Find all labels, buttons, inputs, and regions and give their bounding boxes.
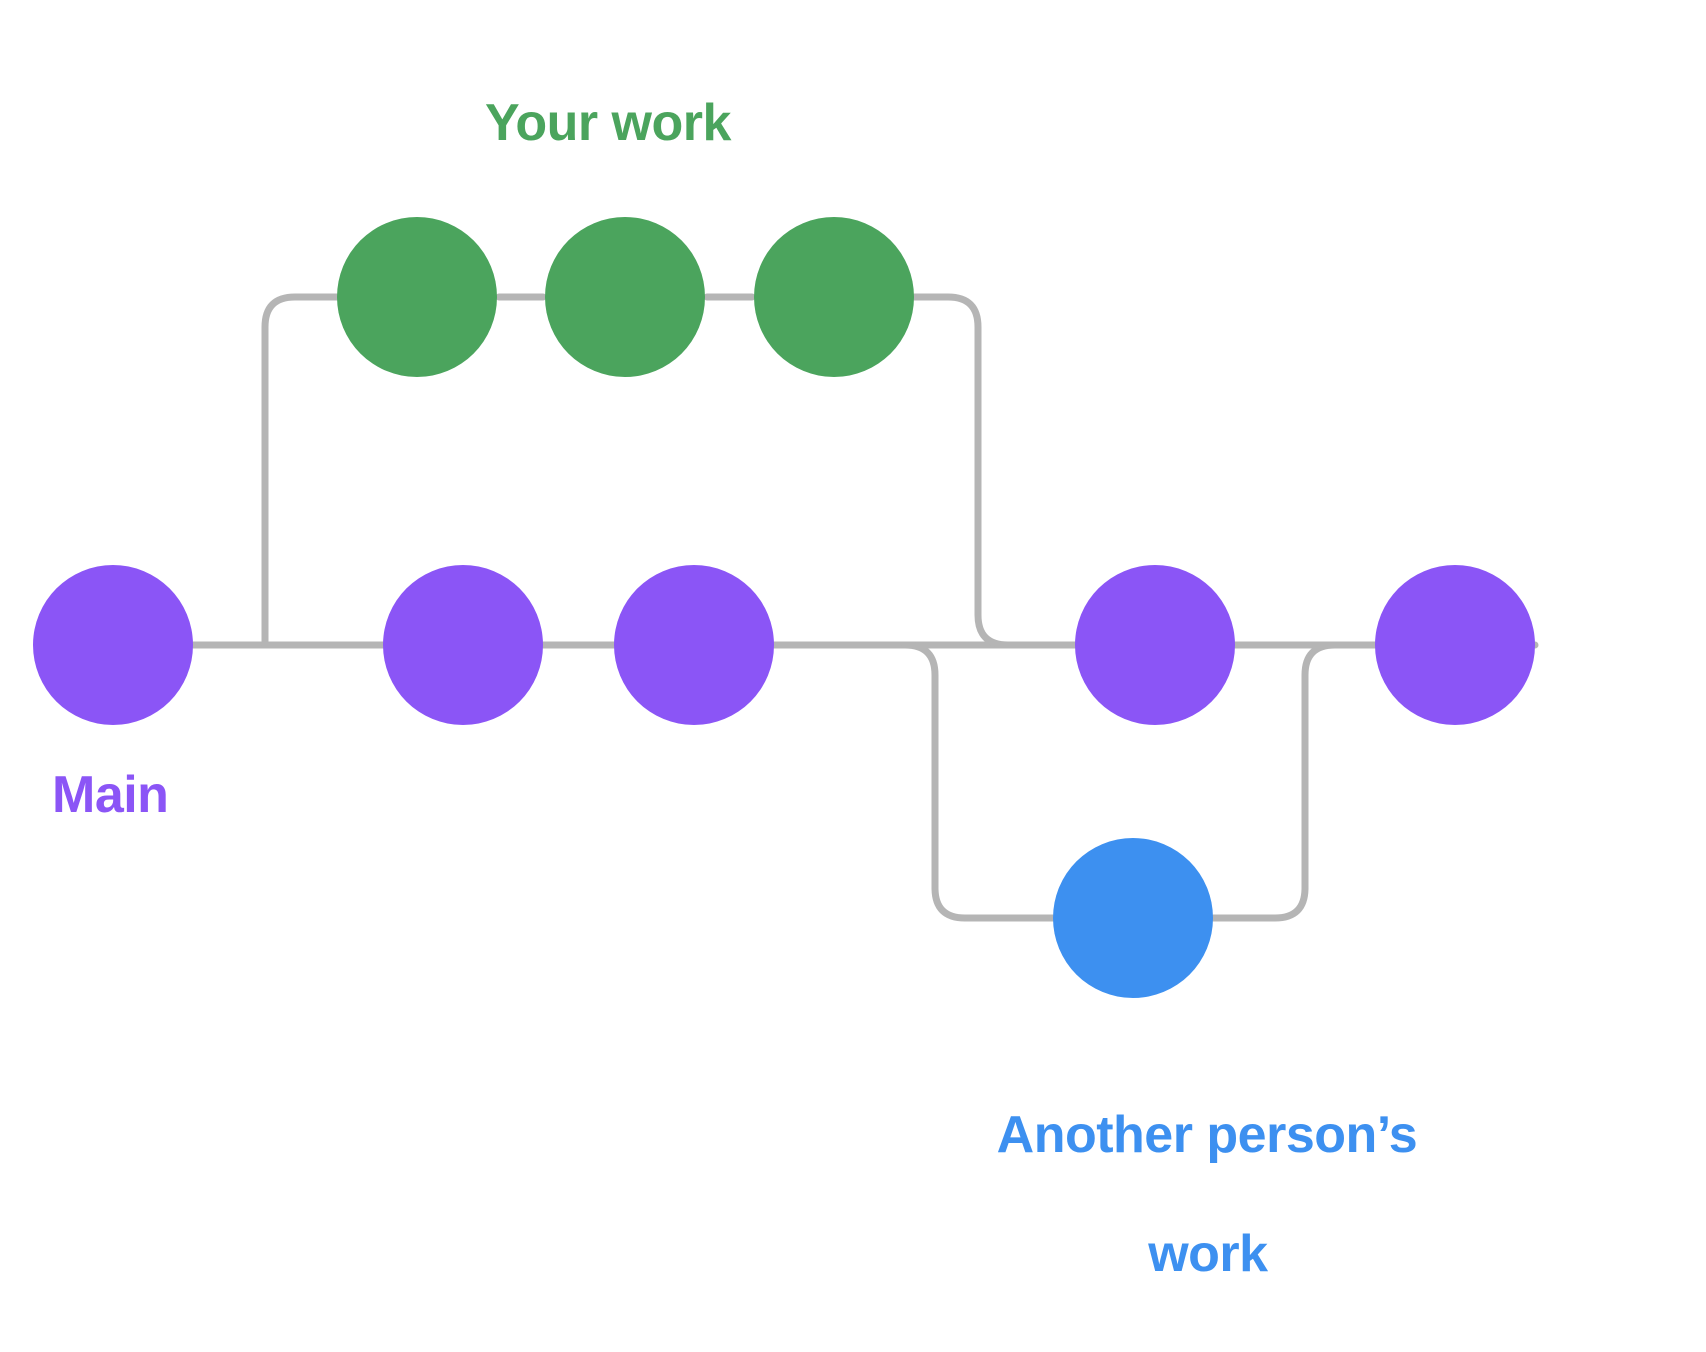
branch-label-another-person-line1: Another person’s (996, 1105, 1418, 1164)
commit-node-main-2[interactable] (383, 565, 543, 725)
commit-node-your-work-1[interactable] (337, 217, 497, 377)
branch-label-another-person: Another person’s work (900, 1046, 1460, 1345)
commit-node-another-person-1[interactable] (1053, 838, 1213, 998)
branch-label-your-work: Your work (485, 94, 731, 152)
connector-another-person-merge (1209, 641, 1382, 922)
main-branch-nodes (33, 565, 1535, 725)
branch-label-main: Main (52, 766, 169, 824)
commit-node-your-work-2[interactable] (545, 217, 705, 377)
commit-node-main-1[interactable] (33, 565, 193, 725)
commit-node-main-3[interactable] (614, 565, 774, 725)
branch-label-another-person-line2: work (1148, 1225, 1268, 1284)
another-person-branch-nodes (1053, 838, 1213, 998)
connector-branch-to-another-person (901, 641, 1059, 922)
commit-node-your-work-3[interactable] (754, 217, 914, 377)
your-work-branch-nodes (337, 217, 914, 377)
commit-node-main-5[interactable] (1375, 565, 1535, 725)
connector-branch-to-your-work (261, 293, 344, 649)
commit-node-main-4[interactable] (1075, 565, 1235, 725)
connector-your-work-merge (910, 293, 1082, 649)
